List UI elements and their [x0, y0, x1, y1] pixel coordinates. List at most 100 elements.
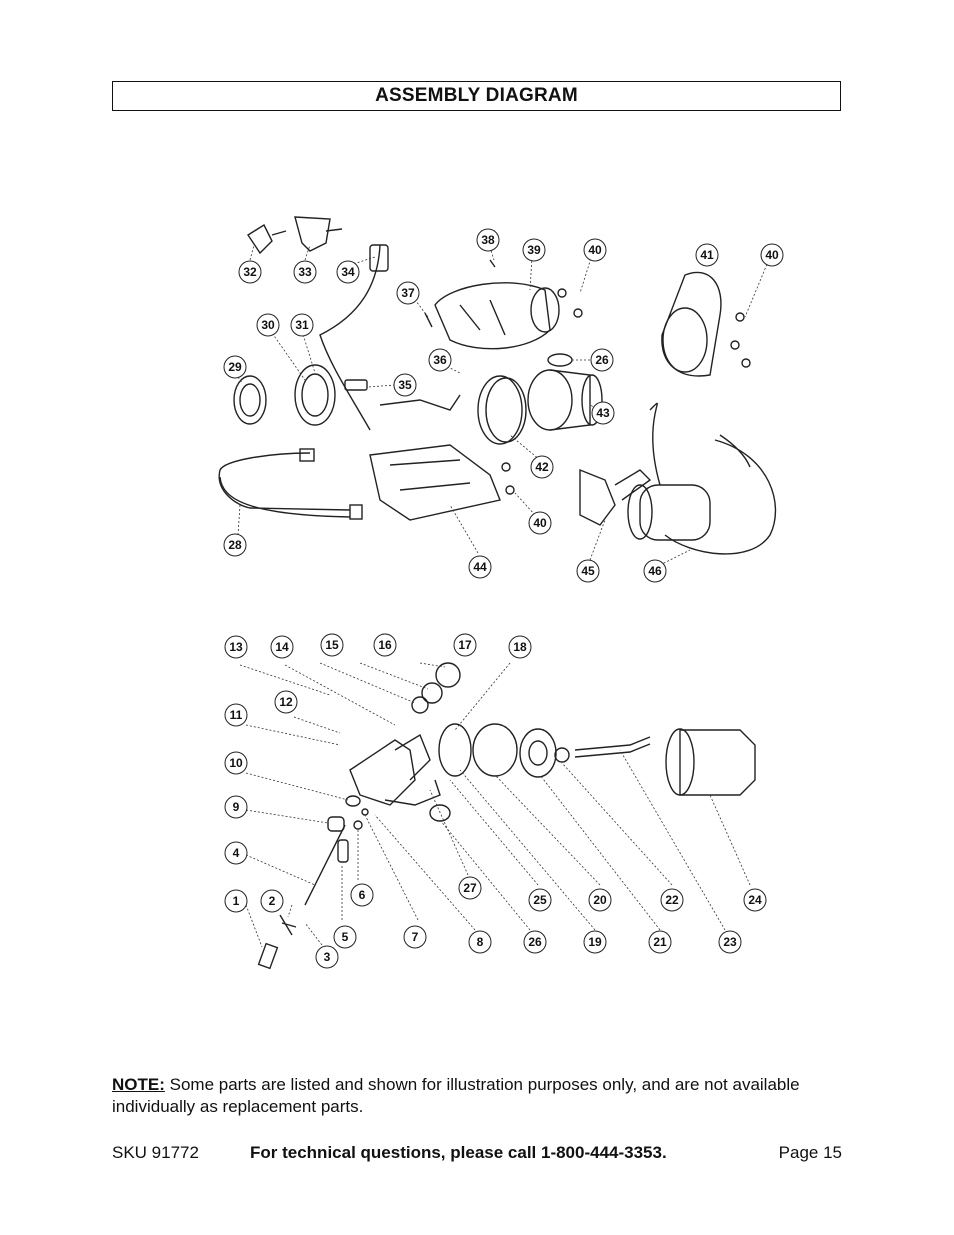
- svg-text:40: 40: [765, 248, 779, 262]
- callout-37: 37: [396, 281, 420, 305]
- svg-text:10: 10: [229, 756, 243, 770]
- base-housing-part: [369, 444, 501, 521]
- callout-21: 21: [648, 930, 672, 954]
- callout-45: 45: [576, 559, 600, 583]
- svg-text:23: 23: [723, 935, 737, 949]
- svg-text:32: 32: [243, 265, 257, 279]
- callout-33: 33: [293, 260, 317, 284]
- power-cord-part: [319, 244, 381, 431]
- turbine-part: [639, 484, 711, 541]
- wire-part: [379, 394, 461, 411]
- callout-32: 32: [238, 260, 262, 284]
- svg-text:5: 5: [342, 930, 349, 944]
- lower-callouts: 13 14 15 16 17 18 12 11 10 9 4 1 2 3 5 6…: [224, 633, 767, 969]
- svg-text:33: 33: [298, 265, 312, 279]
- callout-12: 12: [274, 690, 298, 714]
- svg-text:37: 37: [401, 286, 415, 300]
- callout-2: 2: [260, 889, 284, 913]
- svg-text:18: 18: [513, 640, 527, 654]
- svg-text:31: 31: [295, 318, 309, 332]
- callout-28: 28: [223, 533, 247, 557]
- svg-text:40: 40: [533, 516, 547, 530]
- callout-35: 35: [393, 373, 417, 397]
- svg-text:42: 42: [535, 460, 549, 474]
- svg-text:11: 11: [230, 708, 243, 722]
- exploded-parts-drawing: 32 33 34 37 38 39 40 41 40 30 31 29 35 3…: [218, 216, 784, 970]
- callout-16: 16: [373, 633, 397, 657]
- svg-text:16: 16: [378, 638, 392, 652]
- svg-text:45: 45: [581, 564, 595, 578]
- svg-text:12: 12: [279, 695, 293, 709]
- svg-text:40: 40: [588, 243, 602, 257]
- svg-text:22: 22: [665, 893, 679, 907]
- switch-part: [344, 379, 368, 391]
- callout-24: 24: [743, 888, 767, 912]
- callout-1: 1: [224, 889, 248, 913]
- svg-text:26: 26: [528, 935, 542, 949]
- svg-text:44: 44: [473, 560, 487, 574]
- container-part: [679, 729, 756, 796]
- svg-text:21: 21: [653, 935, 667, 949]
- callout-44: 44: [468, 555, 492, 579]
- callout-41: 41: [695, 243, 719, 267]
- svg-text:35: 35: [398, 378, 412, 392]
- tech-support-line: For technical questions, please call 1-8…: [250, 1143, 667, 1162]
- callout-36: 36: [428, 348, 452, 372]
- filter-cover-29-part: [233, 375, 267, 425]
- callout-38: 38: [476, 228, 500, 252]
- callout-43: 43: [591, 401, 615, 425]
- callout-27: 27: [458, 876, 482, 900]
- callout-39: 39: [522, 238, 546, 262]
- callout-5: 5: [333, 925, 357, 949]
- svg-text:14: 14: [275, 640, 289, 654]
- svg-text:8: 8: [477, 935, 484, 949]
- svg-text:46: 46: [648, 564, 662, 578]
- callout-25: 25: [528, 888, 552, 912]
- svg-text:15: 15: [325, 638, 339, 652]
- callout-26: 26: [590, 348, 614, 372]
- sku-number: SKU 91772: [112, 1143, 199, 1162]
- callout-46: 46: [643, 559, 667, 583]
- callout-17: 17: [453, 633, 477, 657]
- page-title: ASSEMBLY DIAGRAM: [112, 81, 841, 111]
- nozzle-33-part: [294, 216, 331, 252]
- svg-text:9: 9: [233, 800, 240, 814]
- nozzle-cap-part: [435, 662, 461, 688]
- callout-6: 6: [350, 883, 374, 907]
- callout-29: 29: [223, 355, 247, 379]
- svg-text:7: 7: [412, 930, 419, 944]
- callout-8: 8: [468, 930, 492, 954]
- svg-text:24: 24: [748, 893, 762, 907]
- filter-ring-part: [477, 375, 523, 445]
- svg-text:6: 6: [359, 888, 366, 902]
- note-text: Some parts are listed and shown for illu…: [112, 1075, 800, 1116]
- strap-part: [218, 452, 351, 511]
- callout-40b: 40: [760, 243, 784, 267]
- needle-part: [304, 824, 346, 906]
- callout-40: 40: [583, 238, 607, 262]
- callout-42: 42: [530, 455, 554, 479]
- svg-text:30: 30: [261, 318, 275, 332]
- callout-4: 4: [224, 841, 248, 865]
- motor-part: [527, 369, 573, 431]
- callout-34: 34: [336, 260, 360, 284]
- callout-10: 10: [224, 751, 248, 775]
- svg-text:3: 3: [324, 950, 331, 964]
- svg-text:36: 36: [433, 353, 447, 367]
- svg-text:26: 26: [595, 353, 609, 367]
- svg-text:28: 28: [228, 538, 242, 552]
- gasket-part: [519, 728, 557, 778]
- page-footer: SKU 91772 For technical questions, pleas…: [112, 1143, 842, 1165]
- callout-15: 15: [320, 633, 344, 657]
- svg-text:2: 2: [269, 894, 276, 908]
- svg-text:39: 39: [527, 243, 541, 257]
- svg-text:17: 17: [458, 638, 472, 652]
- callout-18: 18: [508, 635, 532, 659]
- callout-31: 31: [290, 313, 314, 337]
- callout-22: 22: [660, 888, 684, 912]
- callout-26b: 26: [523, 930, 547, 954]
- assembly-diagram: 32 33 34 37 38 39 40 41 40 30 31 29 35 3…: [210, 205, 790, 995]
- svg-text:41: 41: [700, 248, 714, 262]
- note-paragraph: NOTE: Some parts are listed and shown fo…: [112, 1074, 842, 1118]
- callout-19: 19: [583, 930, 607, 954]
